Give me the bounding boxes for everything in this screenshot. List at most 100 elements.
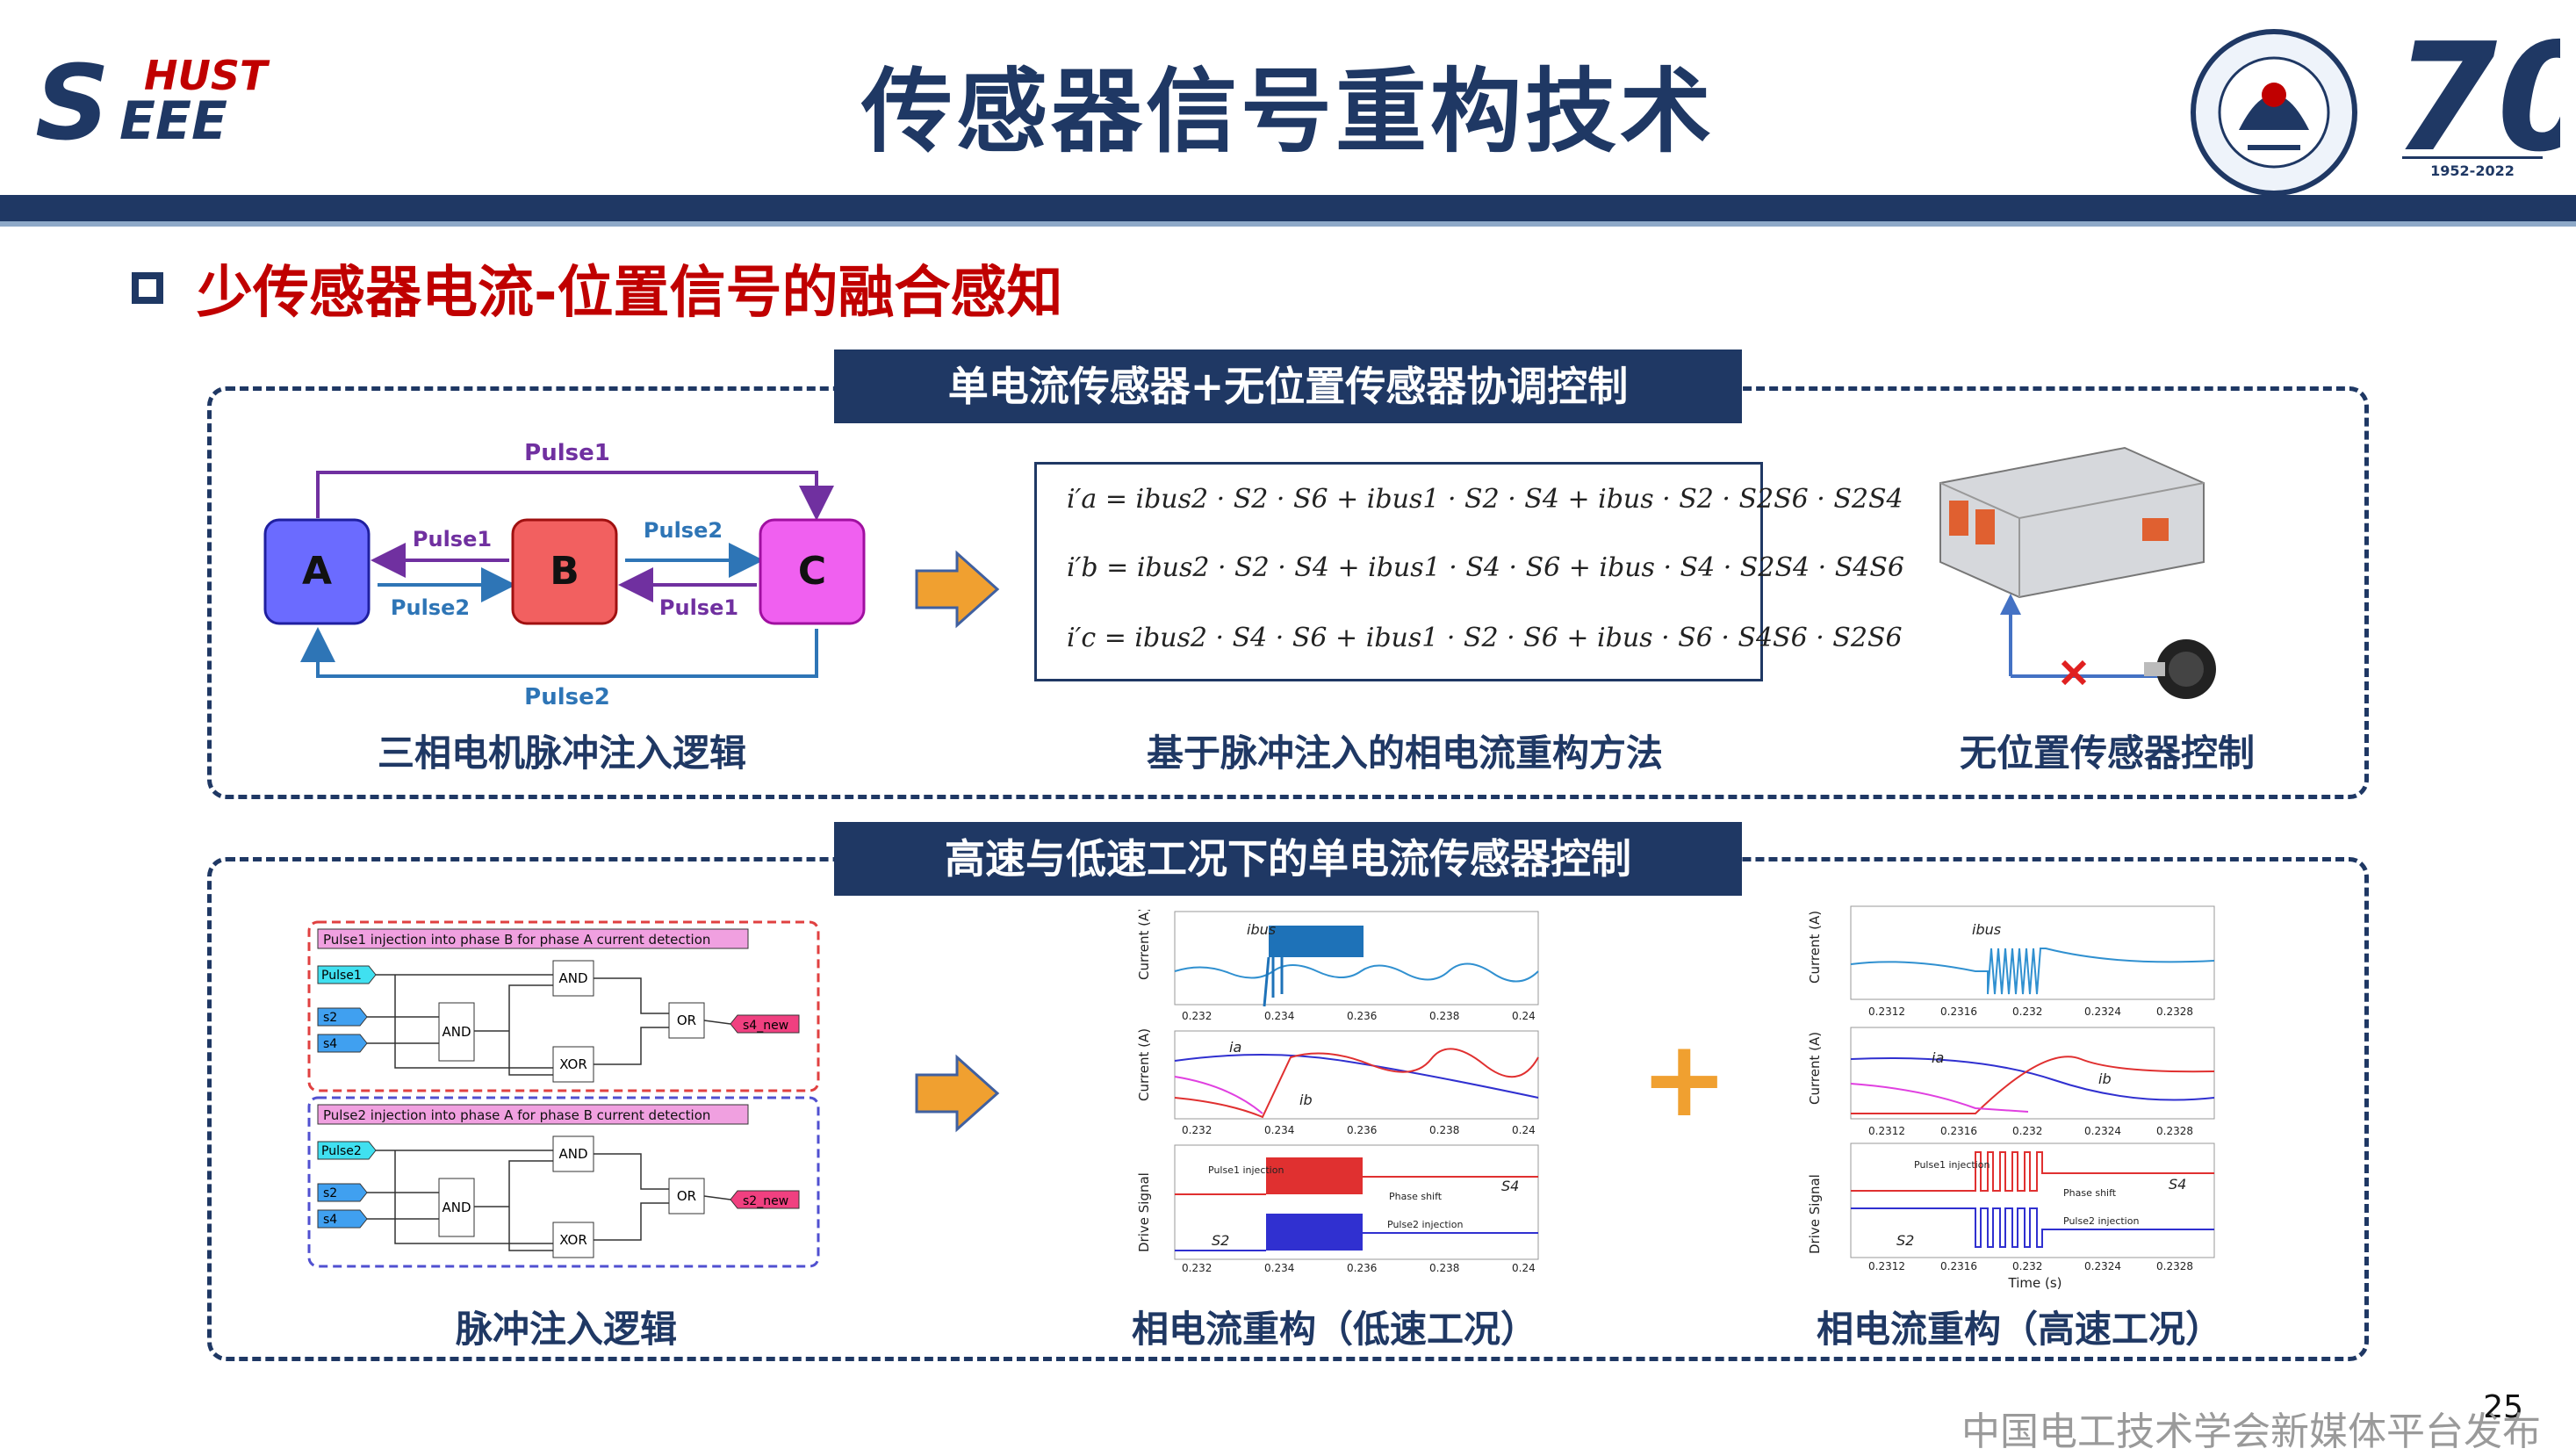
pulse-logic-diagram: Pulse1 injection into phase B for phase … — [307, 920, 820, 1268]
svg-text:Pulse2: Pulse2 — [644, 518, 723, 543]
svg-text:C: C — [798, 549, 826, 594]
watermark: 中国电工技术学会新媒体平台发布 — [1961, 1409, 2541, 1454]
svg-text:0.2312: 0.2312 — [1868, 1260, 1905, 1272]
svg-text:s2: s2 — [323, 1011, 337, 1025]
svg-text:S2: S2 — [1212, 1232, 1229, 1249]
bullet-square-icon — [132, 272, 163, 304]
svg-text:Phase shift: Phase shift — [2063, 1187, 2117, 1199]
svg-text:0.232: 0.232 — [1182, 1124, 1212, 1136]
svg-text:S4: S4 — [1501, 1178, 1519, 1194]
svg-text:Pulse1 injection: Pulse1 injection — [1914, 1159, 1990, 1171]
svg-text:S4: S4 — [2169, 1176, 2186, 1193]
logo-hust-text: HUST — [144, 52, 270, 99]
svg-text:Pulse1: Pulse1 — [413, 527, 492, 551]
svg-text:0.232: 0.232 — [2012, 1125, 2042, 1137]
svg-text:Pulse1: Pulse1 — [659, 595, 738, 620]
svg-text:ib: ib — [1299, 1092, 1313, 1108]
node-b — [511, 518, 618, 625]
school-logo — [2191, 29, 2357, 196]
svg-text:B: B — [550, 549, 579, 594]
svg-text:0.2316: 0.2316 — [1940, 1006, 1977, 1018]
controller-photo — [1939, 446, 2205, 599]
svg-text:Current (A): Current (A) — [1136, 910, 1152, 980]
caption-pulse-logic: 三相电机脉冲注入逻辑 — [377, 732, 746, 775]
svg-text:A: A — [302, 549, 332, 594]
svg-text:Pulse2: Pulse2 — [391, 595, 470, 620]
right-arrow-icon — [915, 1054, 1000, 1133]
svg-text:AND: AND — [442, 1024, 471, 1040]
page-title: 传感器信号重构技术 — [860, 58, 1715, 165]
svg-text:0.234: 0.234 — [1264, 1262, 1294, 1274]
node-a — [263, 518, 371, 625]
svg-text:0.2324: 0.2324 — [2084, 1125, 2121, 1137]
svg-text:OR: OR — [677, 1188, 696, 1204]
seee-logo: S HUST EEE — [35, 44, 270, 149]
svg-text:Pulse1 injection into phase B: Pulse1 injection into phase B for phase … — [323, 932, 710, 948]
anniversary-logo: 70 1952-2022 — [2393, 18, 2560, 185]
svg-text:0.24: 0.24 — [1512, 1010, 1536, 1022]
node-c — [759, 518, 866, 625]
header-bar-accent — [0, 221, 2576, 227]
svg-text:Pulse1: Pulse1 — [524, 440, 610, 466]
equation-c: i′c = ibus2 · S4 · S6 + ibus1 · S2 · S6 … — [1067, 623, 1903, 653]
svg-text:Pulse2 injection: Pulse2 injection — [2063, 1215, 2139, 1227]
panel-top-banner: 单电流传感器+无位置传感器协调控制 — [834, 350, 1742, 423]
svg-text:0.2328: 0.2328 — [2156, 1006, 2193, 1018]
svg-text:s4: s4 — [323, 1213, 337, 1227]
low-speed-waveforms: Current (A) ibus 0.232 0.234 0.236 0.238… — [1136, 910, 1539, 1274]
svg-text:AND: AND — [558, 1146, 587, 1162]
equation-a: i′a = ibus2 · S2 · S6 + ibus1 · S2 · S4 … — [1067, 484, 1903, 515]
logo-seee-text: EEE — [119, 90, 227, 149]
svg-text:Drive Signal: Drive Signal — [1807, 1174, 1823, 1254]
caption-sensorless-control: 无位置传感器控制 — [1959, 732, 2255, 775]
svg-text:0.2324: 0.2324 — [2084, 1260, 2121, 1272]
svg-text:0.2324: 0.2324 — [2084, 1006, 2121, 1018]
svg-text:0.238: 0.238 — [1429, 1262, 1459, 1274]
svg-text:S2: S2 — [1896, 1232, 1914, 1249]
section-heading: 少传感器电流-位置信号的融合感知 — [132, 248, 1063, 328]
svg-text:OR: OR — [677, 1013, 696, 1028]
svg-text:s4_new: s4_new — [743, 1019, 788, 1033]
svg-text:ibus: ibus — [1247, 921, 1276, 938]
svg-text:Current (A): Current (A) — [1807, 911, 1823, 984]
right-arrow-icon — [915, 550, 1000, 629]
plus-icon: + — [1640, 1019, 1729, 1141]
svg-text:Pulse2 injection into phase A: Pulse2 injection into phase A for phase … — [323, 1107, 710, 1123]
svg-text:AND: AND — [558, 970, 587, 986]
svg-text:s2_new: s2_new — [743, 1194, 788, 1208]
svg-text:0.2328: 0.2328 — [2156, 1125, 2193, 1137]
svg-text:XOR: XOR — [559, 1232, 587, 1248]
svg-text:0.232: 0.232 — [2012, 1006, 2042, 1018]
svg-text:0.2312: 0.2312 — [1868, 1006, 1905, 1018]
caption-low-speed: 相电流重构（低速工况） — [1131, 1308, 1537, 1351]
svg-text:ia: ia — [1229, 1039, 1241, 1056]
svg-text:XOR: XOR — [559, 1056, 587, 1072]
sensorless-control-illustration — [1939, 446, 2216, 699]
svg-text:0.232: 0.232 — [1182, 1010, 1212, 1022]
svg-text:0.234: 0.234 — [1264, 1010, 1294, 1022]
panel-bottom-banner: 高速与低速工况下的单电流传感器控制 — [834, 822, 1742, 896]
svg-text:s2: s2 — [323, 1186, 337, 1200]
svg-text:0.238: 0.238 — [1429, 1010, 1459, 1022]
caption-reconstruction-method: 基于脉冲注入的相电流重构方法 — [1146, 732, 1663, 775]
svg-text:AND: AND — [442, 1200, 471, 1215]
high-speed-waveforms: Current (A) ibus 0.2312 0.2316 0.232 0.2… — [1807, 905, 2215, 1291]
caption-high-speed: 相电流重构（高速工况） — [1816, 1308, 2222, 1351]
page-number: 25 — [2483, 1389, 2523, 1425]
header-bar — [0, 195, 2576, 221]
svg-text:0.238: 0.238 — [1429, 1124, 1459, 1136]
svg-text:Current (A): Current (A) — [1807, 1032, 1823, 1105]
svg-text:0.232: 0.232 — [1182, 1262, 1212, 1274]
svg-text:Pulse1 injection: Pulse1 injection — [1208, 1164, 1284, 1176]
svg-text:0.236: 0.236 — [1347, 1010, 1377, 1022]
equation-b: i′b = ibus2 · S2 · S4 + ibus1 · S4 · S6 … — [1067, 552, 1904, 583]
svg-text:Drive Signal: Drive Signal — [1136, 1172, 1152, 1252]
svg-text:Phase shift: Phase shift — [1389, 1191, 1443, 1202]
svg-text:ia: ia — [1932, 1049, 1944, 1066]
svg-text:1952-2022: 1952-2022 — [2430, 162, 2515, 179]
svg-text:ibus: ibus — [1972, 921, 2001, 938]
svg-text:70: 70 — [2393, 18, 2560, 185]
svg-text:0.2316: 0.2316 — [1940, 1125, 1977, 1137]
svg-text:Pulse2: Pulse2 — [524, 684, 610, 710]
svg-text:0.236: 0.236 — [1347, 1124, 1377, 1136]
